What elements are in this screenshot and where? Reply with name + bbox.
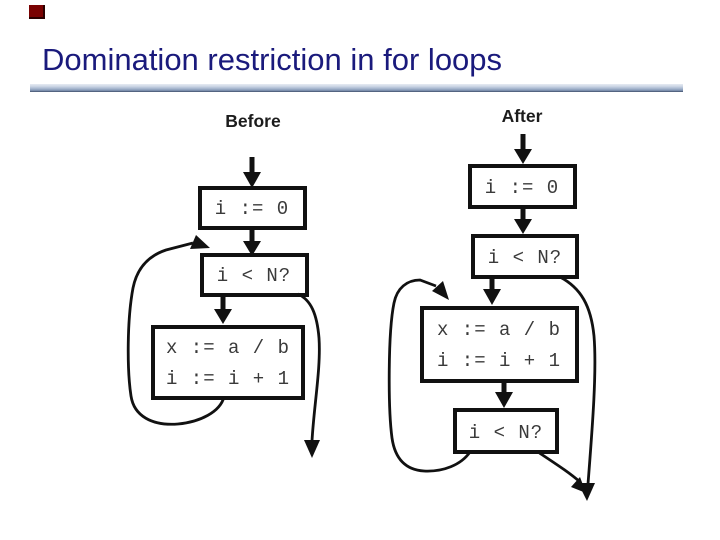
after-heading: After <box>502 106 543 126</box>
before-test-box <box>200 253 309 297</box>
after-edge-init-to-test <box>514 209 532 234</box>
before-init-code: i := 0 <box>215 198 289 220</box>
before-body-box <box>151 325 305 400</box>
after-diagram: After i := 0 i < N? x := a / b i := i + … <box>387 106 597 501</box>
after-edge-test-to-body <box>483 279 501 305</box>
before-body-code-line1: x := a / b <box>166 337 290 359</box>
after-start-arrow-icon <box>514 134 532 164</box>
after-init-code: i := 0 <box>485 177 559 199</box>
after-test-top-code: i < N? <box>488 247 562 269</box>
before-diagram: Before i := 0 i < N? x := a / b i := i +… <box>126 111 321 458</box>
before-edge-test-to-body <box>214 297 232 324</box>
after-init-box <box>468 164 577 209</box>
after-body-code-line1: x := a / b <box>437 319 561 341</box>
after-test-top-box <box>471 234 579 279</box>
after-exit-edge-from-bottom-test <box>537 450 586 493</box>
before-loop-back-edge <box>126 235 226 426</box>
before-edge-init-to-test <box>243 230 261 256</box>
before-exit-edge <box>297 292 321 458</box>
slide-title: Domination restriction in for loops <box>42 42 503 77</box>
title-underline-rule <box>30 84 683 92</box>
after-test-bottom-code: i < N? <box>469 422 543 444</box>
before-test-code: i < N? <box>217 265 291 287</box>
before-body-code-line2: i := i + 1 <box>166 368 290 390</box>
before-start-arrow-icon <box>243 157 261 188</box>
before-heading: Before <box>225 111 281 131</box>
slide-corner-decoration <box>29 5 45 19</box>
after-edge-body-to-test <box>495 383 513 408</box>
after-test-bottom-box <box>453 408 559 454</box>
after-body-code-line2: i := i + 1 <box>437 350 561 372</box>
after-loop-back-edge <box>387 278 472 473</box>
after-body-box <box>420 306 579 383</box>
before-init-box <box>198 186 307 230</box>
